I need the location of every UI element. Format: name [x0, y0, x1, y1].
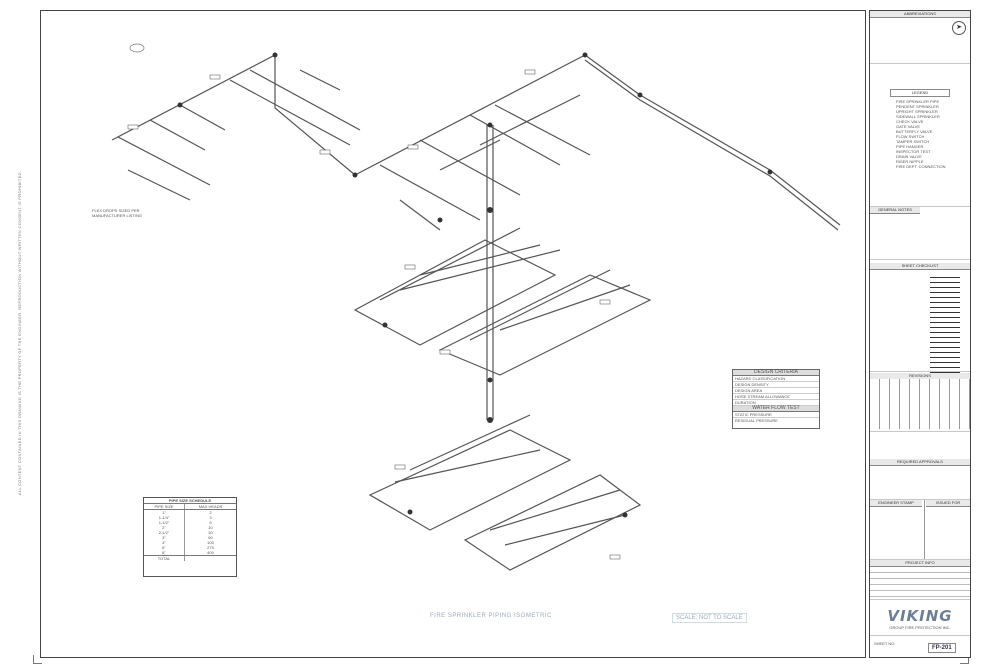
- legend-list: FIRE SPRINKLER PIPE PENDENT SPRINKLER UP…: [874, 99, 966, 169]
- section-stamp-title: ENGINEER STAMP: [870, 500, 922, 507]
- table-header: PIPE SIZE MAX HEADS: [144, 504, 236, 510]
- table-row: 2-1/2" 30: [144, 530, 236, 535]
- table-cell: 60: [208, 535, 213, 540]
- table-cell: 400: [207, 550, 214, 555]
- table-cell: [185, 556, 236, 561]
- table-cell: TOTAL: [144, 556, 185, 561]
- section-abbreviations-title: ABBREVIATIONS: [870, 11, 970, 18]
- table-title: PIPE SIZE SCHEDULE: [144, 498, 236, 504]
- flow-row: RESIDUAL PRESSURE: [735, 418, 778, 423]
- table-cell: 2": [144, 525, 185, 530]
- table-row: 1-1/2" 5: [144, 520, 236, 525]
- flow-row: STATIC PRESSURE: [733, 412, 819, 418]
- section-general-notes-title: GENERAL NOTES: [870, 207, 920, 214]
- legend-item: PENDENT SPRINKLER: [896, 104, 939, 109]
- table-cell: 1-1/4": [144, 515, 185, 520]
- title-block: ABBREVIATIONS ➤ LEGEND FIRE SPRINKLER PI…: [869, 10, 971, 658]
- legend-item: SIDEWALL SPRINKLER: [896, 114, 940, 119]
- table-cell: 1": [144, 510, 185, 515]
- legend-item: GATE VALVE: [896, 124, 921, 129]
- table-cell: 8": [144, 550, 185, 555]
- company-logo: VIKING: [887, 607, 953, 625]
- legend-item: PIPE HANGER: [896, 144, 924, 149]
- callout-note: FLEX DROPS SIZED PER MANUFACTURER LISTIN…: [92, 208, 143, 218]
- section-approvals-title: REQUIRED APPROVALS: [870, 459, 970, 466]
- table-row: 3" 60: [144, 535, 236, 540]
- legend-item: FLOW SWITCH: [896, 134, 925, 139]
- table-row: 2" 10: [144, 525, 236, 530]
- corner-mark: [960, 655, 969, 664]
- legend-item: RISER NIPPLE: [896, 159, 924, 164]
- table-cell: 5: [209, 520, 212, 525]
- table-cell: 10: [208, 525, 213, 530]
- table-row: 8" 400: [144, 550, 236, 555]
- legend-item: INSPECTOR TEST: [896, 149, 931, 154]
- table-cell: 6": [144, 545, 185, 550]
- isometric-piping-diagram: [111, 43, 841, 571]
- table-cell: 2-1/2": [144, 530, 185, 535]
- design-criteria-box: DESIGN CRITERIA HAZARD CLASSIFICATION DE…: [732, 369, 820, 429]
- table-cell: 100: [207, 540, 214, 545]
- sheet-label: SHEET NO.: [874, 641, 896, 646]
- section-legend-title: LEGEND: [890, 89, 950, 97]
- criteria-row: DURATION: [733, 400, 819, 406]
- header-cell: PIPE SIZE: [144, 504, 185, 509]
- section-issue-title: ISSUED FOR: [926, 500, 970, 507]
- table-cell: 2: [209, 510, 212, 515]
- divider: [924, 500, 925, 560]
- legend-item: FIRE SPRINKLER PIPE: [896, 99, 940, 104]
- table-row: 6" 275: [144, 545, 236, 550]
- legend-item: BUTTERFLY VALVE: [896, 129, 933, 134]
- legend-item: TAMPER SWITCH: [896, 139, 930, 144]
- margin-note: ALL CONTENT CONTAINED IN THIS DRAWING IS…: [17, 170, 22, 496]
- corner-mark: [33, 655, 42, 664]
- criteria-row: DESIGN AREA: [733, 388, 819, 394]
- north-arrow-icon: ➤: [952, 21, 966, 35]
- table-cell: 30: [208, 530, 213, 535]
- table-cell: 275: [207, 545, 214, 550]
- pipe-schedule-table: PIPE SIZE SCHEDULE PIPE SIZE MAX HEADS 1…: [143, 497, 237, 577]
- design-criteria-title: DESIGN CRITERIA: [733, 370, 819, 376]
- table-cell: 3: [209, 515, 212, 520]
- table-body: 1" 2 1-1/4" 3 1-1/2" 5 2" 10 2-1/2" 30 3…: [144, 510, 236, 561]
- sheet-number: FP-201: [928, 643, 956, 653]
- table-row: 4" 100: [144, 540, 236, 545]
- table-row: TOTAL: [144, 555, 236, 561]
- criteria-row: DESIGN DENSITY: [733, 382, 819, 388]
- legend-item: DRAIN VALVE: [896, 154, 922, 159]
- section-project-title: PROJECT INFO: [870, 560, 970, 567]
- table-row: 1" 2: [144, 510, 236, 515]
- drawing-border: [40, 10, 866, 658]
- scale-note: SCALE: NOT TO SCALE: [672, 613, 747, 623]
- legend-item: UPRIGHT SPRINKLER: [896, 109, 938, 114]
- criteria-row: HAZARD CLASSIFICATION: [733, 376, 819, 382]
- table-cell: 1-1/2": [144, 520, 185, 525]
- revisions-grid: [870, 379, 970, 429]
- legend-item: CHECK VALVE: [896, 119, 924, 124]
- drawing-title: FIRE SPRINKLER PIPING ISOMETRIC: [430, 613, 552, 619]
- section-checklist-title: SHEET CHECKLIST: [870, 263, 970, 270]
- flow-test-title: WATER FLOW TEST: [733, 406, 819, 412]
- company-subtitle: GROUP FIRE PROTECTION INC.: [889, 625, 951, 630]
- table-cell: 4": [144, 540, 185, 545]
- table-cell: 3": [144, 535, 185, 540]
- table-row: 1-1/4" 3: [144, 515, 236, 520]
- header-cell: MAX HEADS: [198, 504, 223, 509]
- legend-item: FIRE DEPT. CONNECTION: [896, 164, 946, 169]
- project-grid: [870, 567, 970, 597]
- criteria-row: HOSE STREAM ALLOWANCE: [733, 394, 819, 400]
